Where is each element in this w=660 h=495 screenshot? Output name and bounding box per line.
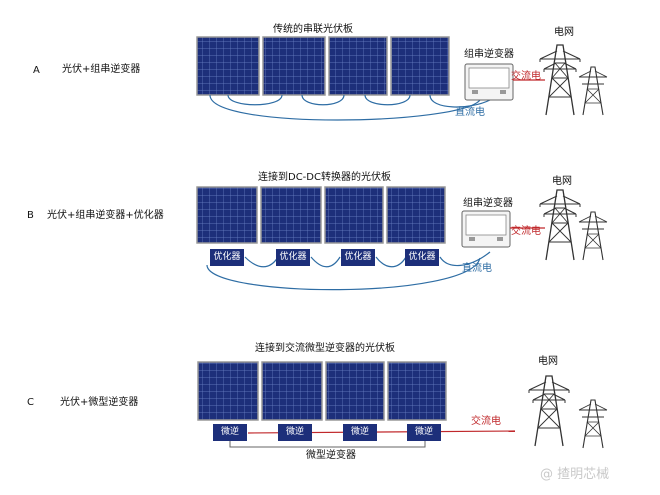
solar-panel (197, 361, 259, 421)
row-b-label: 光伏+组串逆变器+优化器 (47, 210, 164, 221)
pylon-icon (578, 66, 608, 116)
solar-panel (261, 361, 323, 421)
optimizer-boxes (210, 249, 439, 266)
string-inverter (464, 63, 514, 101)
micro-inverter-boxes (213, 424, 441, 441)
pylon-icon (528, 375, 570, 447)
solar-panel (328, 36, 388, 96)
pylon-icon (578, 399, 608, 449)
row-b-letter: B (27, 210, 34, 221)
micro-inverter-label: 微逆 (285, 427, 304, 437)
solar-panel (260, 186, 322, 244)
row-a-grid-label: 电网 (554, 27, 574, 38)
solar-panel (262, 36, 326, 96)
row-a-dc-wiring (209, 94, 491, 121)
pylon-icon (539, 44, 581, 116)
solar-panel (196, 36, 260, 96)
optimizer-label: 优化器 (344, 252, 372, 262)
row-a-title: 传统的串联光伏板 (273, 24, 353, 35)
pylon-icon (539, 189, 581, 261)
row-a-inverter-label: 组串逆变器 (464, 49, 514, 60)
micro-inverter-label: 微逆 (220, 427, 239, 437)
solar-panel (387, 361, 447, 421)
optimizer-label: 优化器 (408, 252, 436, 262)
solar-panel (390, 36, 450, 96)
micro-group-label: 微型逆变器 (306, 450, 356, 461)
row-c-title: 连接到交流微型逆变器的光伏板 (255, 343, 395, 354)
row-a-dc-label: 直流电 (455, 107, 485, 118)
row-a-panels (196, 36, 450, 96)
row-b-panels (196, 186, 446, 244)
optimizer-label: 优化器 (279, 252, 307, 262)
row-b-ac-label: 交流电 (511, 226, 541, 237)
solar-panel (324, 186, 384, 244)
row-c-label: 光伏+微型逆变器 (60, 397, 139, 408)
string-inverter (461, 210, 511, 248)
optimizer-label: 优化器 (213, 252, 241, 262)
row-c-letter: C (27, 397, 34, 408)
row-b-inverter-label: 组串逆变器 (463, 198, 513, 209)
micro-group-bracket (229, 441, 426, 448)
row-c-ac-label: 交流电 (471, 416, 501, 427)
row-a-label: 光伏+组串逆变器 (62, 64, 141, 75)
row-c-panels (197, 361, 447, 421)
micro-inverter-label: 微逆 (350, 427, 369, 437)
row-c-grid-label: 电网 (538, 356, 558, 367)
row-a-letter: A (33, 65, 40, 76)
row-b-dc-label: 直流电 (462, 263, 492, 274)
pylon-icon (578, 211, 608, 261)
row-b-title: 连接到DC-DC转换器的光伏板 (258, 172, 391, 183)
row-b-grid-label: 电网 (552, 176, 572, 187)
solar-panel (386, 186, 446, 244)
row-b-dc-wiring (206, 251, 491, 291)
watermark: @ 揸明芯械 (540, 467, 610, 482)
solar-panel (325, 361, 385, 421)
row-a-ac-label: 交流电 (511, 71, 541, 82)
micro-inverter-label: 微逆 (414, 427, 433, 437)
solar-panel (196, 186, 258, 244)
